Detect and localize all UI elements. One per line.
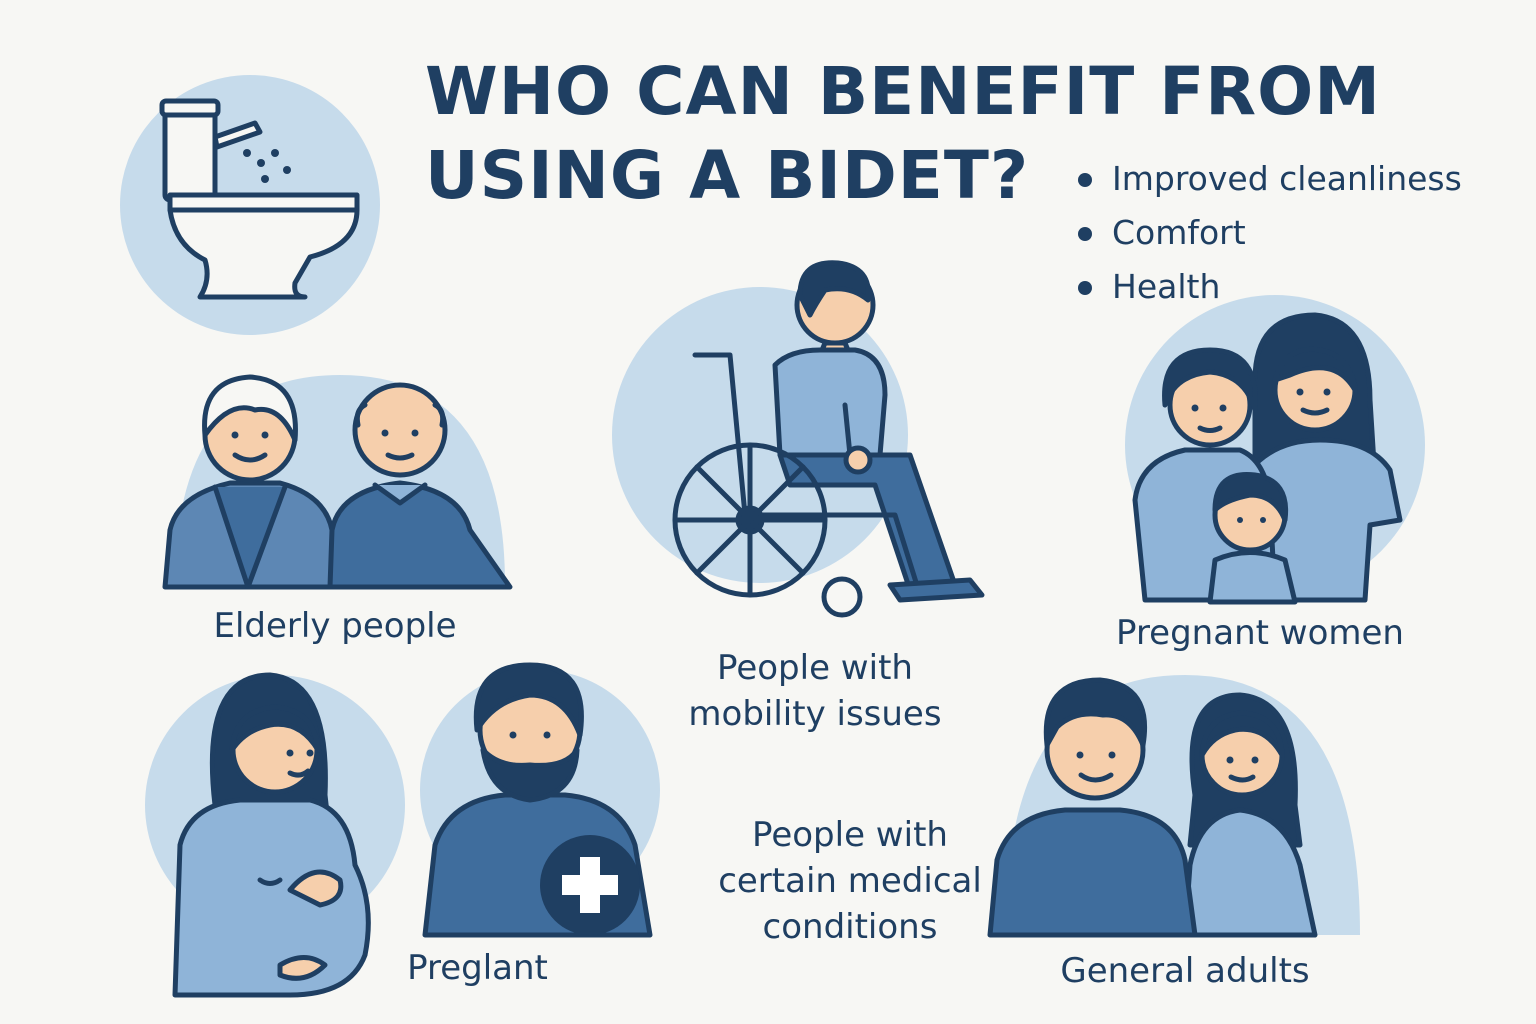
general-adults-illustration [987,675,1360,938]
benefit-item: Improved cleanliness [1070,152,1462,206]
toilet-illustration [120,75,380,335]
label-general-adults: General adults [1060,951,1310,991]
benefits-list: Improved cleanliness Comfort Health [1070,152,1462,314]
label-medical-conditions: People with certain medical conditions [705,812,995,950]
label-elderly-people: Elderly people [213,606,457,646]
page-title: WHO CAN BENEFIT FROM USING A BIDET? [425,50,1485,218]
title-line-2: USING A BIDET? [425,137,1030,214]
pregnant-woman-illustration [145,672,405,998]
label-mobility-line-2: mobility issues [688,694,942,734]
label-mobility-line-1: People with [717,648,913,688]
label-medical-line-2: certain medical [718,861,982,901]
label-medical-line-1: People with [752,815,948,855]
wheelchair-icon [672,352,985,618]
pregnant-women-illustration [1125,295,1425,605]
medical-cross-icon [562,857,618,913]
title-line-1: WHO CAN BENEFIT FROM [425,53,1381,130]
mobility-illustration [612,260,985,618]
benefit-item: Health [1070,260,1462,314]
label-preglant: Preglant [407,948,548,988]
label-medical-line-3: conditions [762,907,938,947]
medical-conditions-illustration [420,662,660,938]
elderly-people-illustration [162,374,513,590]
label-pregnant-women: Pregnant women [1116,613,1404,653]
label-mobility-issues: People with mobility issues [640,645,990,737]
toilet-icon [159,98,360,300]
benefit-item: Comfort [1070,206,1462,260]
